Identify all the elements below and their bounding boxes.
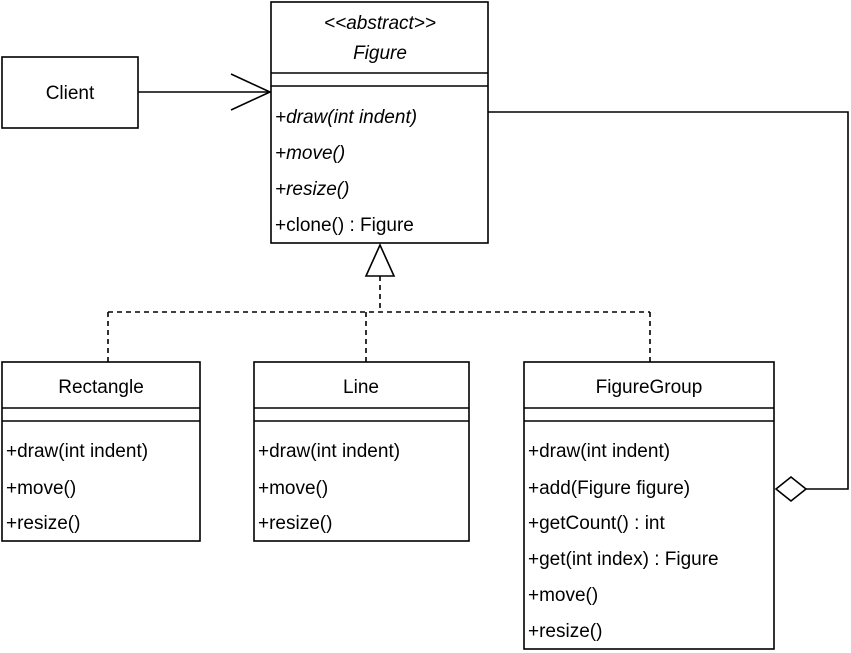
client-box	[1, 56, 139, 129]
rectangle-name: Rectangle	[58, 377, 144, 398]
line-class: Line +draw(int indent) +move() +resize()	[253, 361, 470, 542]
line-method: +draw(int indent)	[258, 441, 400, 462]
figure-stereotype: <<abstract>>	[324, 13, 436, 34]
rectangle-method: +draw(int indent)	[6, 441, 148, 462]
figure-class: <<abstract>> Figure +draw(int indent) +m…	[270, 1, 489, 244]
figure-method: +resize()	[275, 179, 349, 200]
figuregroup-method: +resize()	[528, 621, 602, 642]
rectangle-box	[1, 361, 201, 542]
realization-connector	[107, 276, 651, 362]
rectangle-method: +move()	[6, 478, 76, 499]
line-method: +resize()	[258, 513, 332, 534]
association-arrow	[138, 73, 272, 111]
figuregroup-name: FigureGroup	[596, 377, 703, 398]
figuregroup-method: +getCount() : int	[528, 513, 665, 534]
figuregroup-method: +move()	[528, 585, 598, 606]
client-class: Client	[1, 56, 139, 129]
client-label: Client	[46, 83, 95, 104]
figure-name: Figure	[353, 43, 407, 64]
figure-box	[270, 1, 489, 244]
figure-method: +move()	[275, 143, 345, 164]
aggregation-connector	[488, 111, 849, 503]
figuregroup-class: FigureGroup +draw(int indent) +add(Figur…	[523, 361, 775, 650]
figuregroup-method: +add(Figure figure)	[528, 478, 690, 499]
figuregroup-method: +draw(int indent)	[528, 441, 670, 462]
line-name: Line	[343, 377, 379, 398]
line-box	[253, 361, 470, 542]
figure-method: +clone() : Figure	[275, 215, 414, 236]
line-method: +move()	[258, 478, 328, 499]
rectangle-class: Rectangle +draw(int indent) +move() +res…	[1, 361, 201, 542]
figuregroup-method: +get(int index) : Figure	[528, 549, 719, 570]
realization-triangle-icon	[364, 243, 396, 277]
figure-method: +draw(int indent)	[275, 107, 417, 128]
figuregroup-box	[523, 361, 775, 650]
aggregation-diamond-icon	[774, 475, 808, 503]
rectangle-method: +resize()	[6, 513, 80, 534]
